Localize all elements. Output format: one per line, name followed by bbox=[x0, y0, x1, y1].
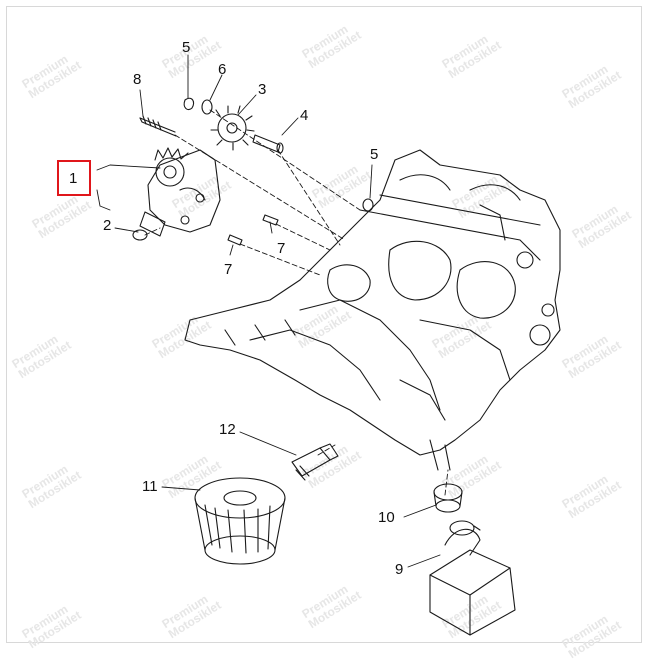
strainer-part bbox=[429, 520, 516, 636]
callout-1: 1 bbox=[69, 170, 78, 187]
callout-4: 4 bbox=[300, 107, 309, 124]
crankcase bbox=[184, 149, 561, 456]
oring-right-part bbox=[362, 198, 374, 212]
callout-2: 2 bbox=[103, 217, 112, 234]
callout-3: 3 bbox=[258, 81, 267, 98]
callout-12: 12 bbox=[219, 421, 236, 438]
callout-5-right: 5 bbox=[370, 146, 379, 163]
washer-part bbox=[201, 99, 213, 115]
bolt-part bbox=[139, 117, 177, 137]
oring-part bbox=[132, 229, 148, 241]
diagram-frame bbox=[6, 6, 642, 643]
dowel-part bbox=[252, 134, 281, 153]
oil-filter-part bbox=[194, 477, 286, 565]
callout-11: 11 bbox=[142, 478, 158, 495]
highlight-box bbox=[57, 160, 91, 196]
gear-part bbox=[210, 105, 255, 151]
callout-10: 10 bbox=[378, 509, 395, 526]
callout-5-upper: 5 bbox=[182, 39, 191, 56]
callout-9: 9 bbox=[395, 561, 404, 578]
cap-part bbox=[433, 483, 463, 513]
callout-7-left: 7 bbox=[224, 261, 233, 278]
callout-7-right: 7 bbox=[277, 240, 286, 257]
fitting-part bbox=[291, 443, 339, 481]
callout-6: 6 bbox=[218, 61, 227, 78]
callout-8: 8 bbox=[133, 71, 142, 88]
pin-part-a bbox=[262, 214, 279, 226]
pin-part-b bbox=[227, 234, 243, 246]
oil-pump bbox=[147, 149, 221, 233]
circlip-part bbox=[183, 97, 195, 111]
